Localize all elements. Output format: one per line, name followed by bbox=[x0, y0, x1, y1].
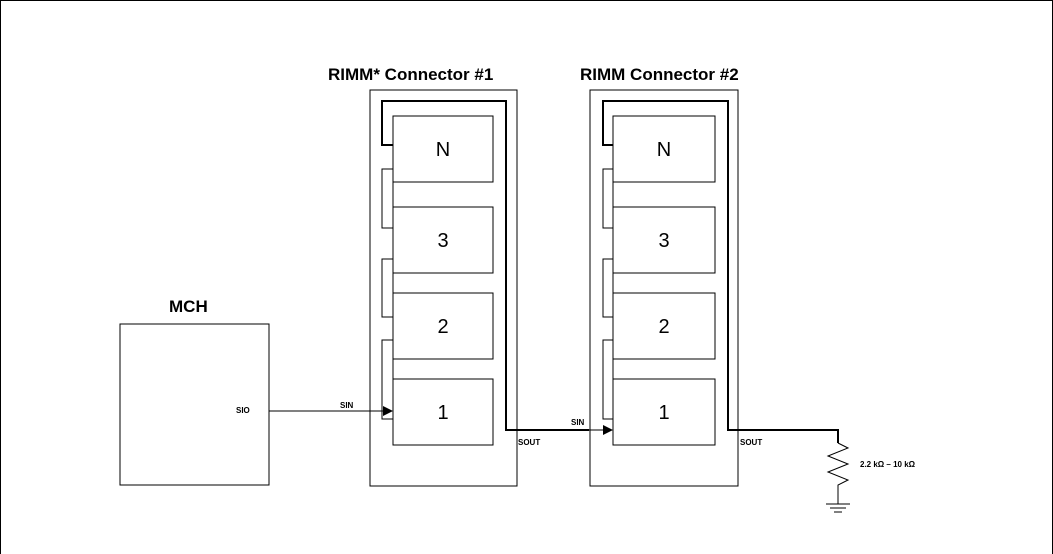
connector1-sout-trace bbox=[381, 100, 589, 431]
connector2-outline bbox=[589, 89, 739, 487]
connector1-slot-n-label: N bbox=[436, 139, 450, 161]
connector2-continuity-2 bbox=[602, 258, 614, 318]
mch-box bbox=[119, 323, 270, 486]
connector1-slot-2 bbox=[392, 292, 494, 360]
resistor-value-label: 2.2 kΩ – 10 kΩ bbox=[860, 460, 916, 469]
connector2-slot-n-label: N bbox=[657, 139, 671, 161]
connector1-sin-label: SIN bbox=[340, 401, 354, 410]
connector1-slot-3-label: 3 bbox=[437, 230, 448, 252]
connector1-sout-label: SOUT bbox=[518, 438, 540, 447]
connector2-sout-label: SOUT bbox=[740, 438, 762, 447]
connector1-outline bbox=[369, 89, 518, 487]
ground-icon bbox=[826, 503, 850, 513]
connector2-slot-n bbox=[612, 115, 716, 183]
connector2-continuity-1 bbox=[602, 168, 614, 229]
connector2-slot-3-label: 3 bbox=[658, 230, 669, 252]
connector1-continuity-3 bbox=[381, 339, 394, 420]
connector2-slot-3 bbox=[612, 206, 716, 274]
mch-sio-label: SIO bbox=[236, 406, 250, 415]
termination-resistor bbox=[826, 442, 850, 504]
connector2: N 3 2 1 SOUT bbox=[589, 89, 839, 487]
connector1-slot-2-label: 2 bbox=[437, 316, 448, 338]
connector1-slot-3 bbox=[392, 206, 494, 274]
connector1: N 3 2 1 SOUT bbox=[369, 89, 589, 487]
connector2-slot-2-label: 2 bbox=[658, 316, 669, 338]
connector2-continuity-3 bbox=[602, 339, 614, 420]
connector1-slot-n bbox=[392, 115, 494, 183]
mch-title: MCH bbox=[169, 297, 208, 316]
connector1-continuity-2 bbox=[381, 258, 394, 318]
connector2-sin-label: SIN bbox=[571, 418, 585, 427]
connector1-slot-1-label: 1 bbox=[437, 402, 448, 424]
connector1-title: RIMM* Connector #1 bbox=[328, 65, 493, 84]
connector1-continuity-1 bbox=[381, 168, 394, 229]
connector2-sout-trace bbox=[602, 100, 839, 443]
connector2-slot-1-label: 1 bbox=[658, 402, 669, 424]
connector2-slot-2 bbox=[612, 292, 716, 360]
connector2-title: RIMM Connector #2 bbox=[580, 65, 739, 84]
